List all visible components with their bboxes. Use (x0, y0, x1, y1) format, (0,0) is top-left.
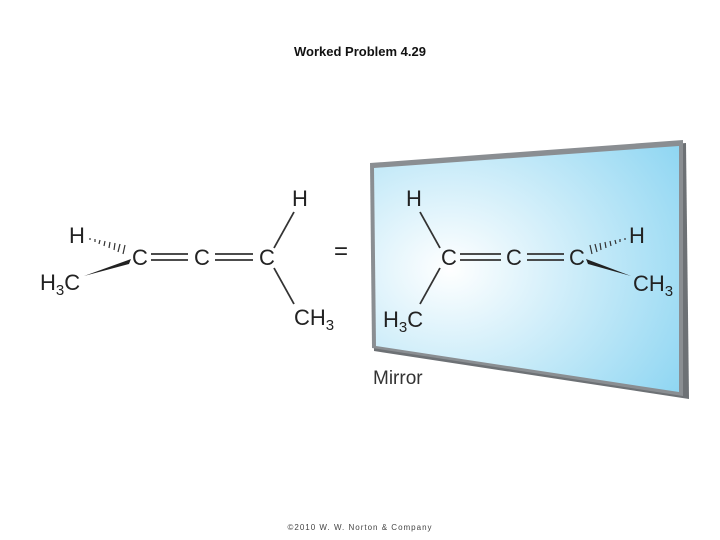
left-hashed-wedge-bond (89, 238, 126, 255)
mirror (370, 140, 689, 399)
left-h-hashed-label: H (69, 223, 85, 248)
right-h-hashed-label: H (629, 223, 645, 248)
left-bond-to-h-top (273, 211, 295, 249)
copyright-notice: ©2010 W. W. Norton & Company (287, 523, 433, 532)
right-carbon-2: C (506, 245, 522, 270)
slide-title: Worked Problem 4.29 (294, 44, 426, 59)
right-bond-to-h3c (419, 267, 441, 305)
left-h3c-label: H3C (40, 270, 80, 299)
left-molecule: C C C H H H3C CH3 (40, 186, 334, 334)
right-carbon-3: C (569, 245, 585, 270)
right-ch3-label: CH3 (633, 271, 673, 300)
left-solid-wedge-bond (84, 259, 131, 276)
right-molecule: C C C H H H3C CH3 (383, 186, 673, 336)
left-carbon-2: C (194, 245, 210, 270)
right-hashed-wedge-bond (589, 238, 626, 255)
mirror-surface (374, 146, 679, 392)
equals-sign: = (334, 238, 348, 265)
right-h3c-label: H3C (383, 307, 423, 336)
right-double-bond-1 (460, 253, 501, 261)
left-carbon-3: C (259, 245, 275, 270)
left-double-bond-1 (151, 253, 188, 261)
right-carbon-1: C (441, 245, 457, 270)
left-carbon-1: C (132, 245, 148, 270)
mirror-label: Mirror (373, 368, 423, 389)
right-h-top-label: H (406, 186, 422, 211)
right-bond-to-h-top (419, 211, 441, 249)
left-bond-to-ch3 (273, 267, 295, 305)
right-solid-wedge-bond (586, 259, 631, 276)
left-h-top-label: H (292, 186, 308, 211)
right-double-bond-2 (527, 253, 564, 261)
left-double-bond-2 (215, 253, 253, 261)
left-ch3-label: CH3 (294, 305, 334, 334)
